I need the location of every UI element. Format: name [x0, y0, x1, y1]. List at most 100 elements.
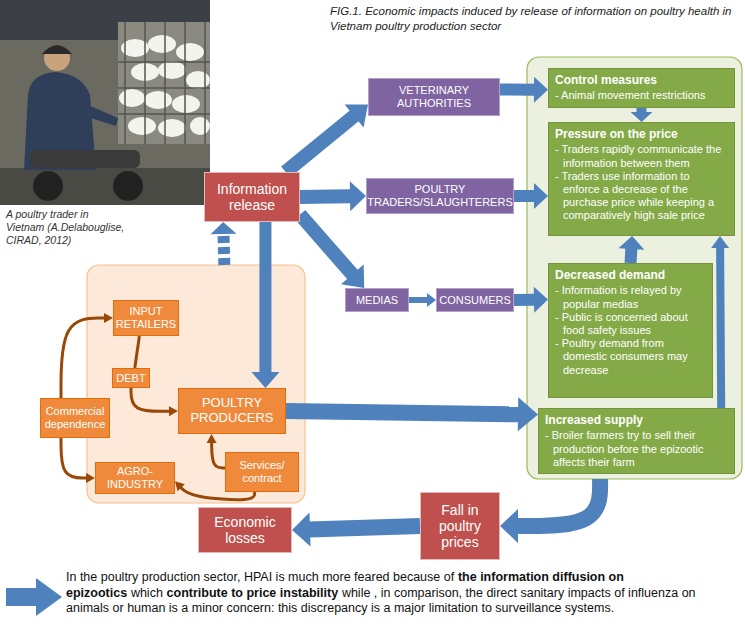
duck — [190, 117, 210, 135]
box-text: - Traders rapidly communicate the inform… — [555, 143, 728, 169]
connector-line — [300, 189, 351, 204]
connector — [286, 397, 538, 431]
arrow-head — [534, 77, 548, 103]
actor-box: VETERINARY AUTHORITIES — [368, 78, 500, 116]
trader-arm — [84, 105, 118, 126]
arrow-head — [175, 481, 185, 491]
arrow-head — [341, 265, 364, 288]
box-text: Economic losses — [203, 514, 287, 546]
connector — [61, 313, 113, 398]
connector — [500, 77, 548, 103]
duck — [128, 117, 156, 135]
arrow-head — [350, 181, 366, 211]
arrow-head — [631, 112, 653, 122]
connector-line — [212, 442, 225, 468]
box-text: Services/ contract — [229, 459, 295, 484]
box-heading: Decreased demand — [555, 268, 706, 282]
connector — [514, 183, 548, 209]
actor-box: POULTRY TRADERS/SLAUGHTERERS — [366, 178, 514, 214]
connector-line — [286, 115, 355, 172]
effect-box: Control measures - Animal movement restri… — [548, 68, 735, 108]
box-text: - Traders use information to enforce a d… — [555, 170, 728, 223]
connector — [251, 222, 279, 388]
note-segment: In the poultry production sector, HPAI i… — [66, 570, 454, 584]
process-box: Economic losses — [198, 507, 292, 553]
cage-wire — [118, 62, 210, 114]
connector — [711, 236, 729, 408]
connector-line — [409, 297, 428, 303]
arrow-head — [534, 287, 548, 313]
connector — [207, 434, 225, 468]
photo-background — [0, 0, 210, 205]
actor-box: POULTRY PRODUCERS — [178, 388, 286, 434]
arrow-head — [711, 236, 729, 248]
connector-line — [300, 215, 353, 276]
box-text: POULTRY PRODUCERS — [182, 396, 282, 426]
connector-line — [217, 233, 230, 265]
actor-box: AGRO-INDUSTRY — [95, 462, 175, 494]
arrow-head — [518, 397, 538, 431]
connector-line — [720, 247, 721, 408]
box-text: POULTRY TRADERS/SLAUGHTERERS — [367, 183, 512, 208]
note-segment: contribute to price instability — [167, 586, 339, 600]
process-box: Information release — [204, 172, 300, 222]
actor-box: INPUT RETAILERS — [113, 300, 179, 336]
connector — [135, 336, 140, 368]
connector — [131, 388, 178, 416]
group-panel: INPUT RETAILERS DEBT POULTRY PRODUCERS AGRO… — [87, 265, 305, 503]
actor-box: Services/ contract — [225, 452, 299, 492]
box-text: INPUT RETAILERS — [116, 305, 176, 330]
panel-ground — [87, 265, 305, 503]
connector — [631, 108, 653, 122]
actor-box: Commercial dependence — [40, 398, 110, 438]
motorbike-wheel — [33, 171, 63, 201]
actor-box: DEBT — [112, 368, 150, 388]
connector — [618, 236, 644, 263]
trader-photo — [0, 0, 210, 205]
note-segment: which — [131, 586, 163, 600]
connector — [409, 293, 436, 307]
duck — [158, 119, 186, 137]
connector-line — [514, 190, 535, 202]
figure-title: FIG.1. Economic impacts induced by relea… — [330, 4, 740, 34]
connector — [500, 479, 600, 543]
panel-ground — [527, 57, 742, 479]
connector-line — [131, 388, 170, 411]
arrow-head — [211, 222, 237, 234]
connector-line — [625, 248, 638, 263]
process-box: Fall in poultry prices — [420, 492, 500, 560]
connector — [300, 181, 366, 211]
duck — [148, 35, 176, 53]
box-heading: Control measures — [555, 73, 728, 87]
arrow-head — [292, 512, 311, 546]
connector-line — [259, 222, 271, 373]
box-text: - Animal movement restrictions — [555, 89, 728, 102]
box-text: AGRO-INDUSTRY — [99, 465, 171, 490]
note-arrow — [6, 578, 62, 616]
arrow-head — [207, 434, 217, 443]
actor-box: MEDIAS — [345, 288, 409, 312]
connector — [300, 215, 364, 289]
duck-cage — [118, 22, 210, 144]
box-text: Fall in poultry prices — [425, 502, 495, 550]
trader-helmet — [42, 45, 72, 54]
arrow-head — [427, 293, 436, 307]
box-text: Information release — [209, 181, 295, 213]
arrow-head — [104, 313, 113, 323]
note-text: In the poultry production sector, HPAI i… — [66, 570, 738, 617]
group-panel: Control measures - Animal movement restri… — [527, 57, 742, 479]
connector — [286, 104, 368, 172]
arrow-head — [251, 372, 279, 388]
photo-caption: A poultry trader in Vietnam (A.Delabougl… — [4, 207, 128, 248]
connector — [61, 438, 95, 483]
connector-line — [61, 438, 87, 478]
box-heading: Pressure on the price — [555, 127, 728, 141]
box-text: DEBT — [116, 372, 145, 385]
actor-box: CONSUMERS — [436, 288, 514, 312]
box-text: Commercial dependence — [44, 405, 106, 430]
box-text: CONSUMERS — [439, 294, 511, 307]
connector-line — [309, 526, 420, 529]
motorbike-wheel — [113, 171, 143, 201]
ground — [0, 168, 210, 205]
box-text: - Poultry demand from domestic consumers… — [555, 337, 706, 377]
